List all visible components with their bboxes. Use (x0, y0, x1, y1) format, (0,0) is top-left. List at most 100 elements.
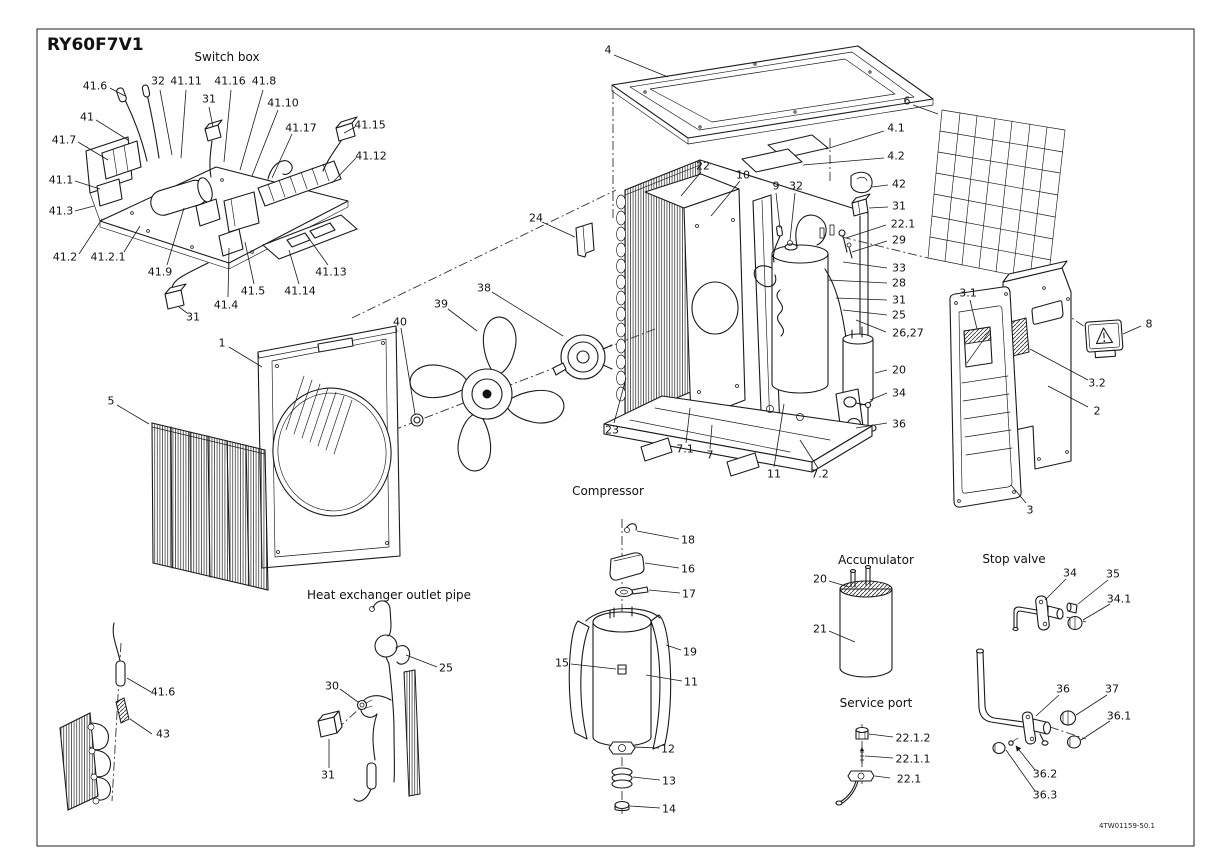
callout-33: 33 (892, 262, 906, 275)
leader-2 (1047, 385, 1089, 408)
callout-41.6: 41.6 (83, 80, 108, 93)
callout-20: 20 (892, 364, 906, 377)
warning-plate (1084, 319, 1124, 359)
leader-41.15 (343, 126, 356, 134)
accumulator-part (839, 565, 893, 678)
terminal-bolt (617, 664, 627, 675)
panel-louvers (285, 375, 353, 455)
discharge-sensor (776, 225, 783, 237)
callout-25: 25 (892, 309, 906, 322)
base-foot (726, 452, 760, 477)
callout-22.1.2: 22.1.2 (896, 732, 931, 745)
callout-36.3: 36.3 (1033, 789, 1058, 802)
compressor-in-unit (771, 253, 829, 394)
section-title-compressor: Compressor (572, 484, 644, 498)
leader-39 (447, 308, 478, 332)
leader-25 (842, 309, 888, 316)
leader-7 (709, 424, 713, 450)
callout-11: 11 (684, 676, 698, 689)
callout-3: 3 (1027, 504, 1034, 517)
section-title-accumulator: Accumulator (838, 553, 914, 567)
callout-41.15: 41.15 (354, 119, 386, 132)
leader-9 (775, 192, 781, 229)
leader-19 (665, 644, 682, 651)
callout-41.10: 41.10 (267, 97, 299, 110)
leader-41.2 (78, 218, 103, 255)
leader-6 (912, 104, 939, 115)
stop-valve-parts (975, 595, 1083, 755)
leader-41.1 (74, 180, 101, 190)
callout-34.1: 34.1 (1107, 593, 1132, 606)
callout-38: 38 (477, 282, 491, 295)
leader-41.11 (180, 89, 187, 159)
leader-35 (1077, 579, 1109, 605)
leader-41.4 (227, 247, 230, 298)
callout-10: 10 (736, 169, 750, 182)
section-title-service-port: Service port (840, 696, 913, 710)
leader-41 (95, 119, 129, 141)
callout-18: 18 (681, 534, 695, 547)
switch-box-assembly (85, 84, 358, 310)
leader-22.1.2 (868, 733, 894, 738)
leader-22.1.1 (864, 755, 894, 759)
leader-7.1 (685, 407, 691, 444)
leader-33 (842, 261, 888, 269)
leader-4 (613, 54, 669, 78)
leader-41.6 (126, 677, 152, 693)
callout-7: 7 (707, 449, 714, 462)
callout-25: 25 (439, 662, 453, 675)
leader-34 (1044, 578, 1067, 601)
outlet-pipe-assembly (317, 600, 421, 802)
leader-22.1 (874, 775, 891, 779)
callout-31: 31 (892, 200, 906, 213)
callout-43: 43 (156, 728, 170, 741)
callout-6: 6 (904, 95, 911, 108)
handle-opening (1031, 300, 1064, 325)
leader-31 (178, 306, 188, 314)
pipe-thermistor (366, 762, 377, 790)
leader-41.3 (74, 205, 95, 212)
terminal-cap (609, 552, 645, 581)
callout-34: 34 (1063, 567, 1077, 580)
valve-cap-36-1 (1066, 735, 1082, 749)
leader-18 (636, 530, 680, 540)
callout-5: 5 (108, 395, 115, 408)
callout-2: 2 (1094, 405, 1101, 418)
leader-3.1 (969, 299, 978, 330)
callout-30: 30 (325, 680, 339, 693)
leader-38 (491, 291, 564, 337)
leader-41.10 (251, 109, 279, 177)
sound-blanket-right (650, 614, 672, 750)
callout-41.2.1: 41.2.1 (91, 251, 126, 264)
leader-11 (773, 403, 785, 468)
callout-36.2: 36.2 (1033, 768, 1058, 781)
compressor-exploded (568, 523, 672, 812)
callout-14: 14 (662, 803, 676, 816)
leader-41.2.1 (123, 225, 141, 253)
mount-nut (608, 741, 636, 755)
leader-1 (228, 346, 263, 368)
leader-36.2 (1015, 745, 1036, 771)
pipe-fitting (356, 699, 368, 711)
leader-15 (570, 663, 617, 670)
leader-12 (633, 746, 660, 749)
leader-20 (828, 580, 850, 588)
callout-41.12: 41.12 (355, 150, 387, 163)
leader-41.13 (309, 239, 329, 266)
callout-36: 36 (892, 418, 906, 431)
callout-41.2: 41.2 (53, 251, 78, 264)
leader-20 (874, 369, 888, 374)
leader-41.14 (288, 249, 300, 285)
pipe-clamp (850, 171, 873, 194)
service-port-parts (835, 726, 875, 806)
leader-8 (1122, 325, 1142, 335)
leader-24 (541, 221, 576, 238)
callout-16: 16 (681, 563, 695, 576)
rear-side-panel (1002, 260, 1072, 470)
leader-43 (129, 718, 153, 735)
rear-grille (927, 109, 1066, 283)
leader-42 (871, 184, 889, 188)
callout-1: 1 (219, 337, 226, 350)
callout-28: 28 (892, 277, 906, 290)
